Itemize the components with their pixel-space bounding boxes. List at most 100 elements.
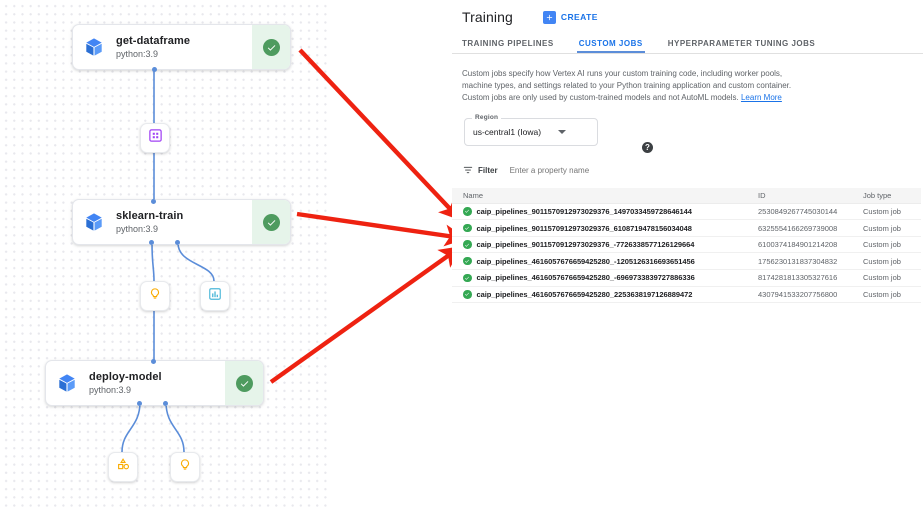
pipeline-node-get-dataframe[interactable]: get-dataframe python:3.9 <box>72 24 291 70</box>
node-status-succeeded <box>252 200 290 244</box>
filter-bar[interactable]: Filter <box>463 162 923 180</box>
tab-custom-jobs[interactable]: CUSTOM JOBS <box>576 39 645 53</box>
cell-name[interactable]: caip_pipelines_4616057676659425280_-6969… <box>452 269 758 287</box>
lightbulb-icon <box>178 458 192 477</box>
node-output-port <box>149 240 154 245</box>
cell-name[interactable]: caip_pipelines_9011570912973029376_14970… <box>452 203 758 221</box>
job-type: Custom job <box>863 240 901 250</box>
cell-name[interactable]: caip_pipelines_4616057676659425280_22536… <box>452 286 758 304</box>
pipeline-node-sklearn-train[interactable]: sklearn-train python:3.9 <box>72 199 291 245</box>
create-button-label: CREATE <box>560 12 598 22</box>
artifact-node-metrics-left[interactable] <box>140 281 170 311</box>
table-body: caip_pipelines_9011570912973029376_14970… <box>452 203 921 304</box>
node-input-port <box>151 359 156 364</box>
cell-job-type: Custom job <box>863 203 921 221</box>
job-name: caip_pipelines_9011570912973029376_61087… <box>476 223 692 233</box>
check-circle-icon <box>463 273 472 283</box>
bar-chart-icon <box>208 287 222 306</box>
job-id: 4307941533207756800 <box>758 289 838 299</box>
node-output-port <box>163 401 168 406</box>
cell-id: 6100374184901214208 <box>758 236 863 254</box>
cell-job-type: Custom job <box>863 286 921 304</box>
check-circle-icon <box>463 290 472 299</box>
node-output-port <box>152 67 157 72</box>
learn-more-link[interactable]: Learn More <box>740 93 782 103</box>
job-id: 6325554166269739008 <box>758 223 838 233</box>
column-header-job-type[interactable]: Job type <box>863 187 921 204</box>
filter-input[interactable] <box>507 165 672 177</box>
cell-name[interactable]: caip_pipelines_4616057676659425280_-1205… <box>452 252 758 270</box>
cell-name[interactable]: caip_pipelines_9011570912973029376_61087… <box>452 219 758 237</box>
check-circle-icon <box>262 38 280 56</box>
table-row[interactable]: caip_pipelines_4616057676659425280_22536… <box>452 286 921 304</box>
artifact-node-metrics-bottom[interactable] <box>170 452 200 482</box>
check-circle-icon <box>463 207 472 216</box>
node-title: sklearn-train <box>116 209 184 222</box>
job-id: 6100374184901214208 <box>758 240 838 250</box>
job-type: Custom job <box>863 223 901 233</box>
job-name: caip_pipelines_4616057676659425280_-1205… <box>476 256 695 266</box>
job-type: Custom job <box>863 273 901 283</box>
region-select[interactable]: Region us-central1 (Iowa) <box>464 113 598 146</box>
create-button[interactable]: CREATE <box>542 10 598 24</box>
node-status-succeeded <box>225 361 263 405</box>
region-value: us-central1 (Iowa) <box>473 126 542 137</box>
tab-hyperparameter-tuning-jobs[interactable]: HYPERPARAMETER TUNING JOBS <box>667 39 816 48</box>
chevron-down-icon[interactable] <box>558 129 566 134</box>
artifact-node-metrics-right[interactable] <box>200 281 230 311</box>
node-text-block: deploy-model python:3.9 <box>88 361 225 405</box>
cell-job-type: Custom job <box>863 269 921 287</box>
cube-icon <box>46 361 88 405</box>
plus-icon <box>542 10 556 24</box>
node-input-port <box>151 199 156 204</box>
column-header-id[interactable]: ID <box>758 187 863 204</box>
artifact-node-shapes[interactable] <box>108 452 138 482</box>
table-row[interactable]: caip_pipelines_9011570912973029376_14970… <box>452 203 921 221</box>
check-circle-icon <box>463 240 472 249</box>
node-subtitle: python:3.9 <box>89 384 132 395</box>
node-status-succeeded <box>252 25 290 69</box>
page-title: Training <box>462 9 513 25</box>
job-type: Custom job <box>863 256 901 266</box>
vertex-training-panel: Training CREATE TRAINING PIPELINES CUSTO… <box>452 0 923 509</box>
cell-id: 8174281813305327616 <box>758 269 863 287</box>
job-name: caip_pipelines_9011570912973029376_-7726… <box>476 240 695 250</box>
check-circle-icon <box>235 374 253 392</box>
node-subtitle: python:3.9 <box>116 48 159 59</box>
job-name: caip_pipelines_9011570912973029376_14970… <box>476 206 692 216</box>
job-id: 2530849267745030144 <box>758 206 838 216</box>
job-type: Custom job <box>863 206 901 216</box>
node-text-block: sklearn-train python:3.9 <box>115 200 252 244</box>
cell-id: 1756230131837304832 <box>758 252 863 270</box>
pipeline-node-deploy-model[interactable]: deploy-model python:3.9 <box>45 360 264 406</box>
table-header-row: Name ID Job type <box>452 187 921 204</box>
column-header-name[interactable]: Name <box>452 187 758 204</box>
job-name: caip_pipelines_4616057676659425280_22536… <box>476 289 693 299</box>
cell-name[interactable]: caip_pipelines_9011570912973029376_-7726… <box>452 236 758 254</box>
description-text: Custom jobs specify how Vertex AI runs y… <box>462 69 792 103</box>
tab-bar: TRAINING PIPELINES CUSTOM JOBS HYPERPARA… <box>452 31 923 54</box>
job-id: 8174281813305327616 <box>758 273 838 283</box>
tab-training-pipelines[interactable]: TRAINING PIPELINES <box>462 39 554 48</box>
artifact-node-dataset[interactable] <box>140 123 170 153</box>
pipeline-graph-canvas[interactable]: get-dataframe python:3.9 <box>0 0 331 509</box>
node-text-block: get-dataframe python:3.9 <box>115 25 252 69</box>
table-row[interactable]: caip_pipelines_9011570912973029376_-7726… <box>452 236 921 254</box>
table-row[interactable]: caip_pipelines_4616057676659425280_-6969… <box>452 269 921 287</box>
description-block: Custom jobs specify how Vertex AI runs y… <box>452 54 802 105</box>
dataset-grid-icon <box>148 128 163 148</box>
node-title: get-dataframe <box>116 34 191 47</box>
cell-job-type: Custom job <box>863 219 921 237</box>
help-icon[interactable]: ? <box>642 142 653 153</box>
shapes-icon <box>116 457 131 477</box>
node-output-port <box>175 240 180 245</box>
table-row[interactable]: caip_pipelines_4616057676659425280_-1205… <box>452 252 921 270</box>
table-row[interactable]: caip_pipelines_9011570912973029376_61087… <box>452 219 921 237</box>
cell-id: 4307941533207756800 <box>758 286 863 304</box>
job-id: 1756230131837304832 <box>758 256 838 266</box>
cell-job-type: Custom job <box>863 252 921 270</box>
filter-icon[interactable] <box>463 162 473 180</box>
check-circle-icon <box>463 223 472 233</box>
check-circle-icon <box>262 213 280 231</box>
cell-job-type: Custom job <box>863 236 921 254</box>
